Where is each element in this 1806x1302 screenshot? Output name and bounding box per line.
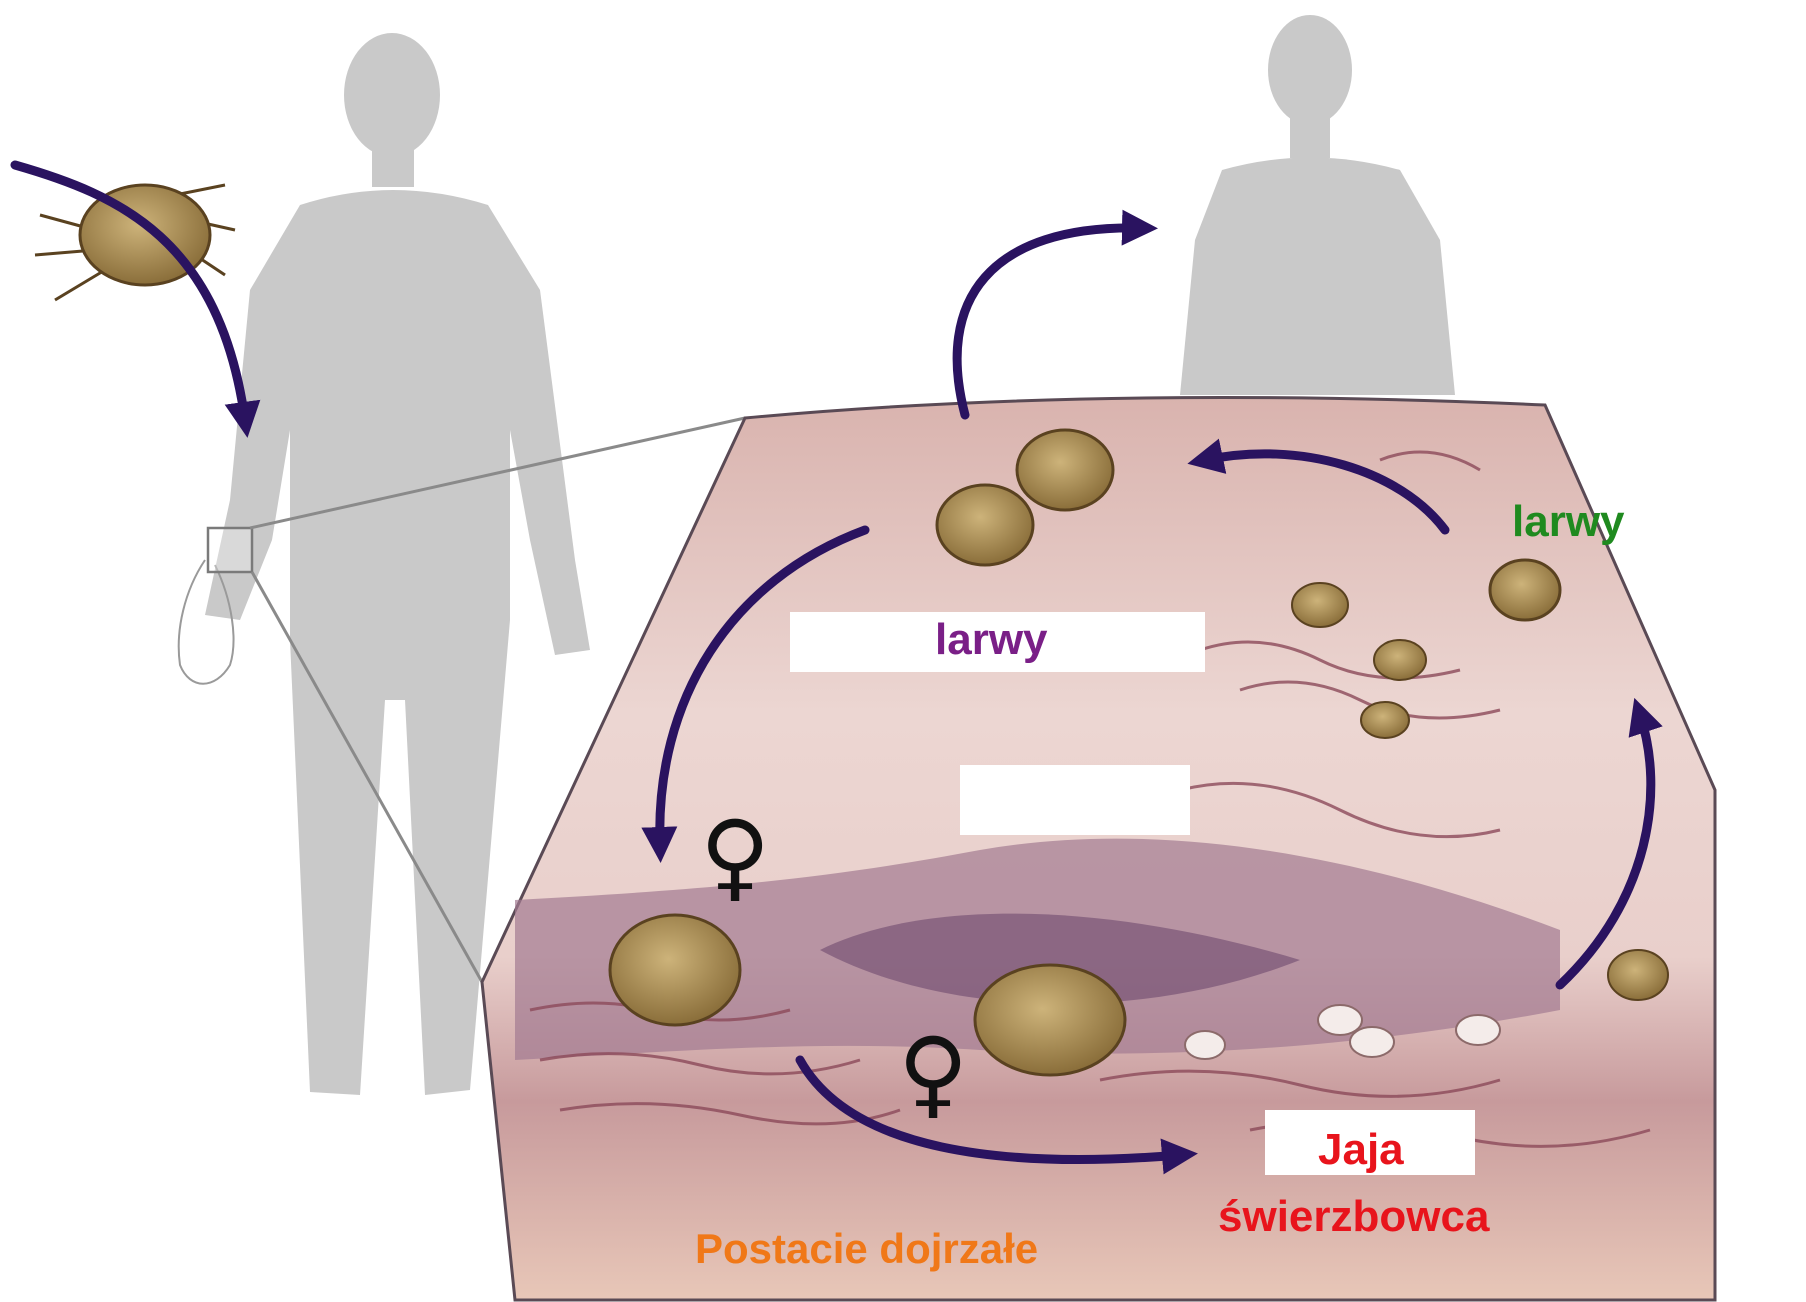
mite-icon-nymph-3 xyxy=(1361,702,1409,738)
egg-icon xyxy=(1456,1015,1500,1045)
human-silhouette-icon-right xyxy=(1180,15,1455,395)
mite-icon-larva-top-2 xyxy=(937,485,1033,565)
mite-icon-adult-female-1 xyxy=(610,915,740,1025)
mite-icon-larva-top-1 xyxy=(1017,430,1113,510)
label-larvae-green: larwy xyxy=(1512,500,1625,544)
egg-icon xyxy=(1318,1005,1362,1035)
egg-icon xyxy=(1185,1031,1225,1059)
mite-icon-larva-right xyxy=(1490,560,1560,620)
mite-icon-adult-female-2 xyxy=(975,965,1125,1075)
arrow-icon-to-second-host xyxy=(957,228,1140,415)
label-backdrop-middle xyxy=(960,765,1190,835)
label-eggs-line1: Jaja xyxy=(1318,1128,1404,1172)
female-symbol-icon-1: ♀ xyxy=(700,808,770,904)
mite-icon-nymph-1 xyxy=(1292,583,1348,627)
label-larvae-purple: larwy xyxy=(935,618,1048,662)
mite-icon-small-right xyxy=(1608,950,1668,1000)
label-adults: Postacie dojrzałe xyxy=(695,1228,1038,1270)
female-symbol-icon-2: ♀ xyxy=(898,1025,968,1121)
mite-icon-incoming xyxy=(35,185,235,300)
mite-icon-nymph-2 xyxy=(1374,640,1426,680)
label-eggs-line2: świerzbowca xyxy=(1218,1195,1489,1239)
egg-icon xyxy=(1350,1027,1394,1057)
